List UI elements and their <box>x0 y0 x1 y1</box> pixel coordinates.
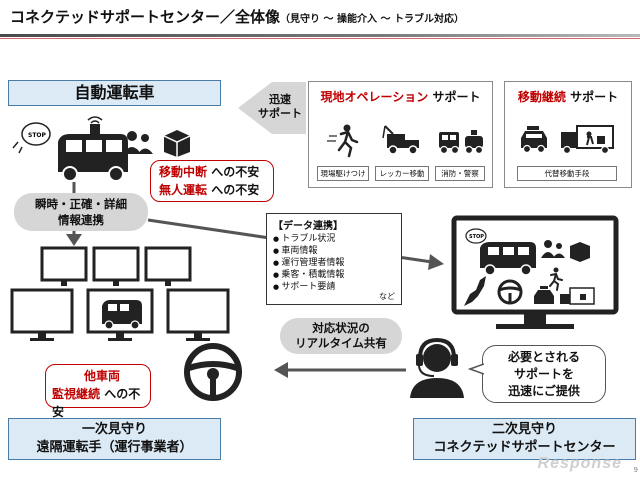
taxi-icon <box>521 126 547 154</box>
support-center-monitor: STOP <box>451 215 619 329</box>
speech-bubble-tail <box>468 363 484 375</box>
passengers-icon <box>123 131 153 154</box>
page-number: 9 <box>633 466 638 474</box>
autonomous-vehicle-title: 自動運転車 <box>8 80 221 106</box>
rapid-support-line2: サポート <box>258 107 302 120</box>
label-rush-to-site: 現場駆けつけ <box>317 166 369 181</box>
fire-police-icon <box>439 130 484 155</box>
screen-steering-wheel-icon <box>497 279 523 305</box>
concern-interruption: 移動中断 <box>159 165 208 179</box>
data-link-etc: など <box>379 292 395 301</box>
onsite-icons <box>327 124 484 158</box>
vehicle-concern-callout: 移動中断 への不安 無人運転 への不安 <box>150 160 274 202</box>
tow-truck-icon <box>382 125 419 155</box>
realtime-sharing-line2: リアルタイム共有 <box>295 336 387 350</box>
screen-taxi-icon <box>534 286 554 304</box>
concern-driverless-suffix: への不安 <box>207 183 260 197</box>
title-divider-accent <box>0 38 640 39</box>
rapid-support-arrow <box>238 82 306 134</box>
onsite-title-rest: サポート <box>428 90 481 104</box>
remote-monitor-wall <box>10 246 230 341</box>
info-sharing-line1: 瞬時・正確・詳細 <box>35 197 127 211</box>
screen-map-icon <box>464 276 486 306</box>
autonomous-vehicle-illustration: STOP <box>12 116 128 182</box>
secondary-monitoring-subtitle: コネクテッドサポートセンター <box>433 440 616 455</box>
concern-driverless: 無人運転 <box>159 183 208 197</box>
monitor-icon <box>40 246 88 282</box>
data-link-item: 車両情報 <box>273 245 395 257</box>
screen-van-icon <box>480 242 536 276</box>
wifi-icon <box>87 116 103 124</box>
truck-transfer-icon <box>561 125 614 155</box>
support-offer-line3: 迅速にご提供 <box>508 384 580 398</box>
page-title: コネクテッドサポートセンター／全体像（見守り 〜 操能介入 〜 トラブル対応） <box>10 6 464 27</box>
label-alternative-transport: 代替移動手段 <box>517 166 617 181</box>
secondary-monitoring-title: 二次見守り <box>491 422 557 437</box>
monitor-icon <box>10 288 74 334</box>
data-link-item: トラブル状況 <box>273 233 395 245</box>
concern-interruption-suffix: への不安 <box>207 165 260 179</box>
steering-wheel-icon <box>184 343 242 401</box>
data-link-item: 乗客・積載情報 <box>273 269 395 281</box>
realtime-sharing-line1: 対応状況の <box>312 321 370 335</box>
rapid-support-label: 迅速 サポート <box>255 93 305 121</box>
primary-monitoring-title: 一次見守り <box>81 422 147 437</box>
title-divider <box>0 34 640 37</box>
screen-passengers-icon <box>541 240 590 262</box>
concern-monitoring-suffix: への不安 <box>52 387 141 419</box>
response-watermark: Response <box>537 455 622 472</box>
data-link-list: 【データ連携】 トラブル状況 車両情報 運行管理者情報 乗客・積載情報 サポート… <box>266 213 402 305</box>
primary-monitoring-subtitle: 遠隔運転手（運行事業者） <box>36 440 193 455</box>
continued-travel-panel: 移動継続 サポート 代替移動手段 <box>504 81 632 188</box>
alternative-transport-icons <box>521 125 614 155</box>
title-sub: （見守り 〜 操能介入 〜 トラブル対応） <box>280 14 464 25</box>
continued-travel-title: 移動継続 サポート <box>505 88 631 105</box>
monitor-icon <box>166 288 230 334</box>
stop-sign-text: STOP <box>28 132 47 139</box>
van-icon <box>58 124 128 182</box>
continued-title-rest: サポート <box>565 90 619 104</box>
concern-monitoring: 監視継続 <box>52 387 101 401</box>
info-sharing-line2: 情報連携 <box>58 213 104 227</box>
screen-truck-icon <box>560 287 595 305</box>
primary-monitoring-box: 一次見守り 遠隔運転手（運行事業者） <box>8 418 221 460</box>
info-sharing-badge: 瞬時・正確・詳細 情報連携 <box>14 193 148 231</box>
secondary-monitoring-box: 二次見守り コネクテッドサポートセンター <box>413 418 636 460</box>
label-fire-police: 消防・警察 <box>435 166 485 181</box>
data-link-item: サポート要請 <box>273 281 395 293</box>
onsite-operation-panel: 現地オペレーション サポート 現場駆けつけ レッカー移 <box>308 81 493 188</box>
screen-stop-sign-icon: STOP <box>465 228 487 244</box>
concern-other-vehicles: 他車両 <box>84 369 121 383</box>
rapid-support-line1: 迅速 <box>269 93 291 106</box>
label-tow: レッカー移動 <box>375 166 429 181</box>
cargo-box-icon <box>163 130 191 157</box>
data-link-heading: 【データ連携】 <box>273 221 343 232</box>
running-person-icon <box>327 124 359 158</box>
screen-stop-text: STOP <box>469 234 484 240</box>
support-offer-line2: サポートを <box>513 367 574 381</box>
monitor-icon <box>92 246 140 282</box>
monitor-icon <box>144 246 192 282</box>
data-link-item: 運行管理者情報 <box>273 257 395 269</box>
support-offer-bubble: 必要とされる サポートを 迅速にご提供 <box>482 345 606 403</box>
realtime-sharing-badge: 対応状況の リアルタイム共有 <box>280 318 402 354</box>
stop-sign-icon: STOP <box>12 122 51 154</box>
title-main: コネクテッドサポートセンター／全体像 <box>10 8 281 26</box>
support-offer-line1: 必要とされる <box>507 350 580 364</box>
onsite-title-red: 現地オペレーション <box>320 90 429 104</box>
remote-concern-callout: 他車両 監視継続 への不安 <box>45 364 151 419</box>
monitor-van-icon <box>102 300 142 330</box>
continued-title-red: 移動継続 <box>517 90 566 104</box>
screen-runner-icon <box>549 267 563 291</box>
onsite-operation-title: 現地オペレーション サポート <box>309 88 492 105</box>
operator-headset-icon <box>410 337 464 398</box>
